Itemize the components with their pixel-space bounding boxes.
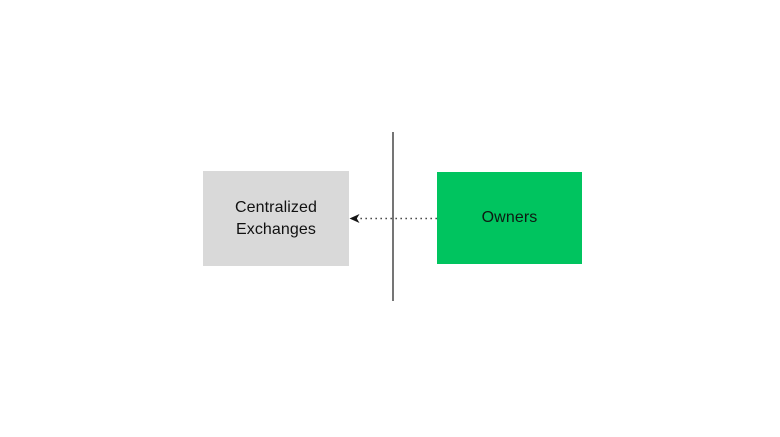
node-owners[interactable]: Owners [437,172,582,264]
divider-line[interactable] [392,132,394,301]
node-owners-label: Owners [481,209,538,226]
node-centralized-exchanges[interactable]: Centralized Exchanges [203,171,349,266]
dotted-arrow-head-icon [349,214,360,223]
node-centralized-exchanges-label: Centralized Exchanges [234,198,318,238]
